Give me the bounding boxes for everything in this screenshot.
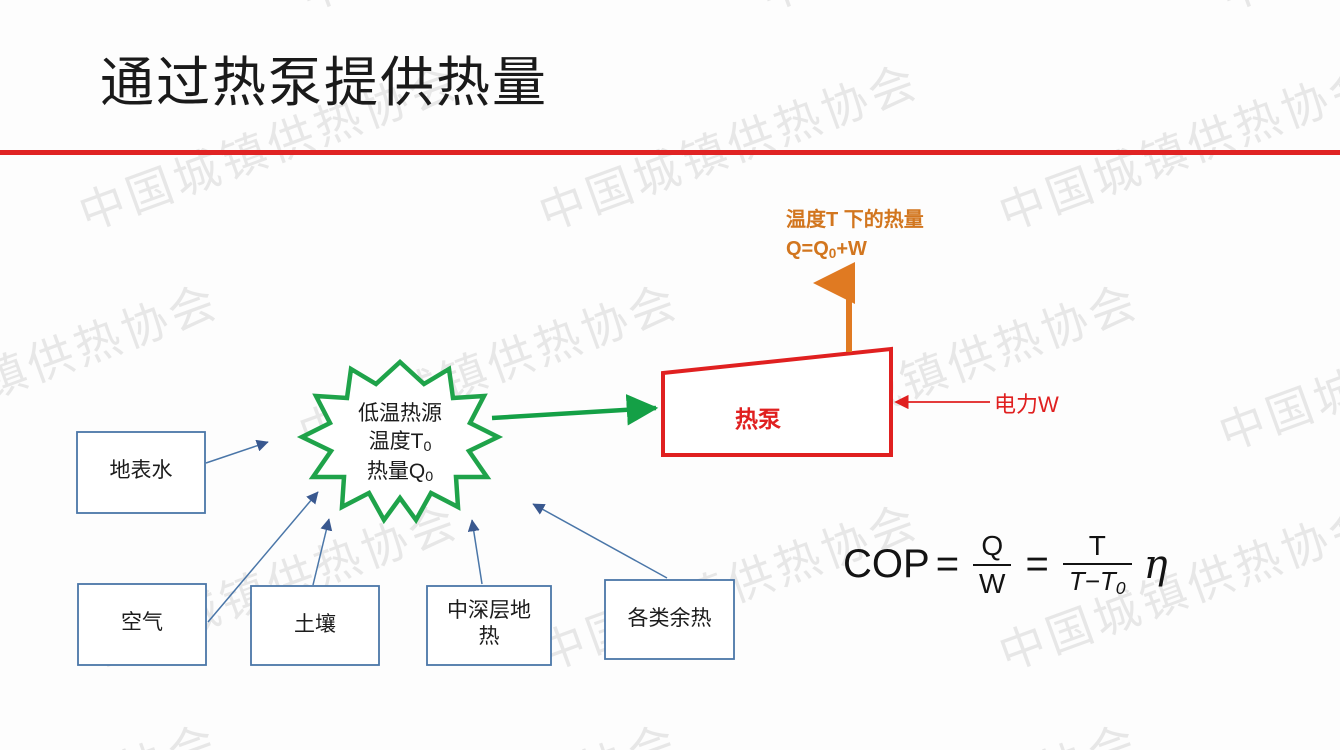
low-temp-heat-flow-arrow	[491, 394, 659, 426]
page-title: 通过热泵提供热量	[100, 53, 548, 113]
heat-output-prefix: Q=Q	[786, 238, 829, 260]
source-box-label-soil: 土壤	[294, 613, 336, 636]
cop-efficiency-eta: η	[1143, 541, 1168, 588]
cop-name: COP	[843, 542, 930, 587]
source-box-air	[77, 583, 207, 666]
connector-surface-water	[205, 439, 269, 464]
heat-output-sub: 0	[828, 245, 837, 261]
cop-frac2-denominator: T−T0	[1062, 563, 1132, 599]
cop-frac1-numerator: Q	[981, 530, 1004, 562]
source-box-surface-water	[76, 431, 206, 514]
heat-output-line-2: Q=Q0+W	[786, 235, 924, 264]
connector-soil	[312, 518, 333, 586]
source-box-waste-heat	[604, 579, 735, 660]
cop-formula: COP = Q W = T T−T0 η	[843, 530, 1168, 599]
source-box-label-surface-water: 地表水	[109, 459, 173, 482]
cop-frac1-denominator: W	[973, 563, 1012, 599]
source-box-label-waste-heat: 各类余热	[627, 607, 712, 630]
electricity-label: 电力W	[994, 392, 1059, 417]
connector-air	[207, 491, 319, 623]
source-line-3-prefix: 热量Q	[366, 459, 426, 483]
connector-geothermal	[467, 519, 483, 585]
heat-output-line-1: 温度T 下的热量	[786, 209, 924, 231]
heat-pump-trapezoid	[661, 346, 893, 457]
source-line-3-sub: 0	[425, 468, 434, 485]
source-line-2-sub: 0	[423, 439, 432, 456]
title-underline-rule	[0, 150, 1340, 155]
connector-waste-heat	[532, 503, 668, 579]
cop-frac2-den-sub: 0	[1115, 578, 1126, 599]
source-line-2-prefix: 温度T	[368, 430, 424, 454]
source-box-label-geothermal: 中深层地热	[447, 599, 531, 649]
source-box-label-air: 空气	[121, 611, 163, 634]
source-box-soil	[250, 585, 380, 666]
source-line-1: 低温热源	[358, 402, 442, 425]
source-line-3: 热量Q0	[310, 458, 490, 487]
cop-fraction-q-over-w: Q W	[973, 530, 1012, 599]
source-box-geothermal	[426, 585, 552, 666]
cop-frac2-numerator: T	[1088, 530, 1106, 561]
heat-output-suffix: +W	[836, 238, 867, 260]
cop-frac2-den-prefix: T−T	[1068, 566, 1116, 597]
heat-output-label: 温度T 下的热量 Q=Q0+W	[786, 206, 924, 264]
heat-pump-label: 热泵	[735, 406, 781, 432]
low-temp-source-starburst	[296, 358, 504, 525]
cop-fraction-t-over-delta-t: T T−T0	[1062, 530, 1132, 599]
source-line-2: 温度T0	[310, 428, 490, 457]
cop-equals-2: =	[1025, 542, 1049, 587]
low-temp-source-text: 低温热源 温度T0 热量Q0	[310, 400, 490, 487]
cop-equals-1: =	[935, 542, 960, 587]
